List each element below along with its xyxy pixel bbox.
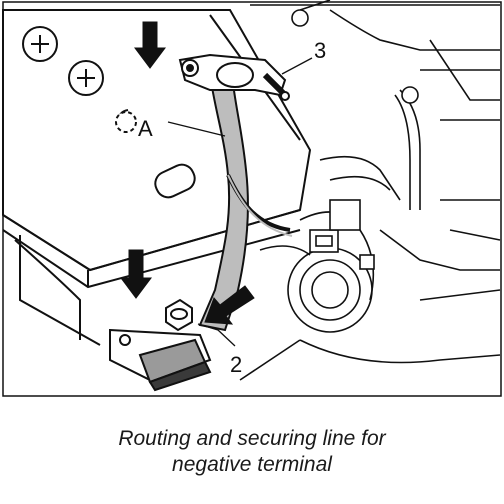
arrow-down-icon [134, 21, 166, 69]
engine-components [239, 0, 501, 381]
fastening-nut [165, 298, 193, 332]
ground-bracket [109, 328, 212, 392]
negative-battery-cable [178, 53, 293, 332]
battery-cell-caps [22, 26, 137, 133]
arrow-diagonal-icon [204, 285, 255, 325]
callout-label-3: 3 [314, 38, 326, 63]
figure-caption: Routing and securing line for negative t… [0, 426, 504, 478]
battery-handle-slot [154, 163, 196, 199]
arrow-down-icon [120, 249, 152, 299]
engine-bay-illustration: A 3 2 [1, 0, 502, 397]
caption-line-1: Routing and securing line for [118, 427, 386, 450]
press-arrows [120, 21, 255, 325]
caption-line-2: negative terminal [172, 453, 332, 476]
callout-label-A: A [138, 116, 153, 141]
callout-label-2: 2 [230, 352, 242, 377]
leader-lines [167, 57, 313, 347]
